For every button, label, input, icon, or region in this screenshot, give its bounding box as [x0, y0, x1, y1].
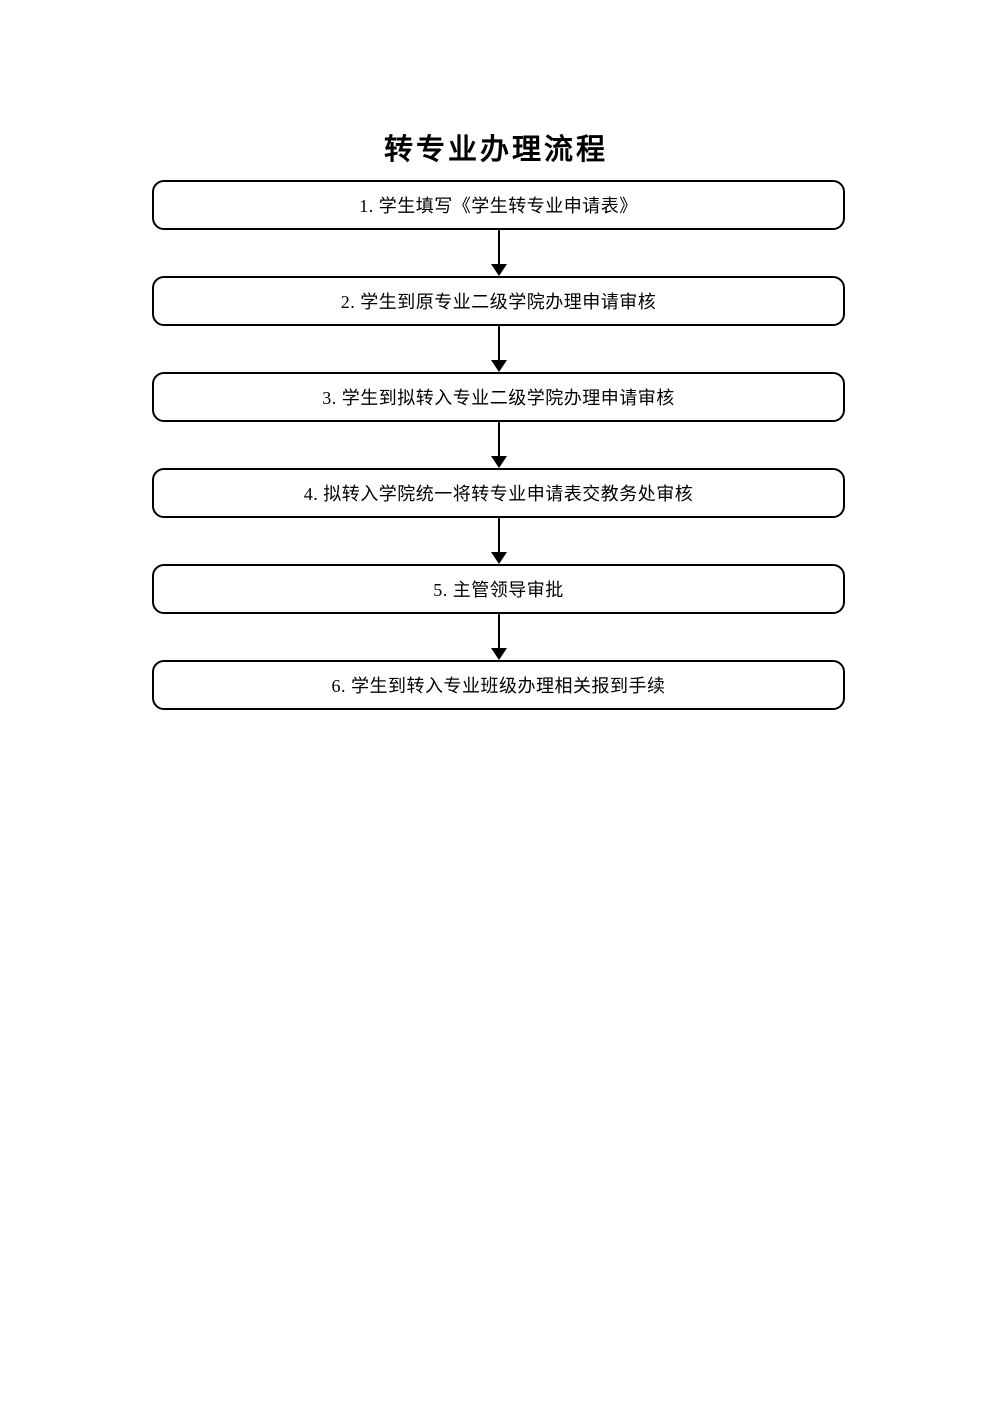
flow-step-5: 5. 主管领导审批 — [152, 564, 845, 614]
flow-step-1-label: 1. 学生填写《学生转专业申请表》 — [359, 196, 638, 216]
flowchart: 1. 学生填写《学生转专业申请表》 2. 学生到原专业二级学院办理申请审核 3.… — [152, 180, 845, 710]
arrow-line — [497, 422, 500, 456]
arrow-line — [497, 326, 500, 360]
arrow-down-icon — [490, 552, 507, 564]
flow-step-1: 1. 学生填写《学生转专业申请表》 — [152, 180, 845, 230]
flow-arrow-1 — [152, 230, 845, 276]
flow-step-6-label: 6. 学生到转入专业班级办理相关报到手续 — [331, 676, 666, 696]
page-title: 转专业办理流程 — [383, 134, 608, 166]
flow-step-3-label: 3. 学生到拟转入专业二级学院办理申请审核 — [322, 388, 675, 408]
flow-arrow-5 — [152, 614, 845, 660]
flow-arrow-4 — [152, 518, 845, 564]
arrow-down-icon — [490, 648, 507, 660]
arrow-down-icon — [490, 264, 507, 276]
arrow-line — [497, 614, 500, 648]
arrow-down-icon — [490, 360, 507, 372]
flow-step-2-label: 2. 学生到原专业二级学院办理申请审核 — [340, 292, 657, 312]
flow-step-2: 2. 学生到原专业二级学院办理申请审核 — [152, 276, 845, 326]
flow-step-5-label: 5. 主管领导审批 — [433, 580, 564, 600]
flow-step-4-label: 4. 拟转入学院统一将转专业申请表交教务处审核 — [303, 484, 694, 504]
flow-step-3: 3. 学生到拟转入专业二级学院办理申请审核 — [152, 372, 845, 422]
flow-step-6: 6. 学生到转入专业班级办理相关报到手续 — [152, 660, 845, 710]
flow-step-4: 4. 拟转入学院统一将转专业申请表交教务处审核 — [152, 468, 845, 518]
flow-arrow-3 — [152, 422, 845, 468]
arrow-line — [497, 230, 500, 264]
flow-arrow-2 — [152, 326, 845, 372]
arrow-down-icon — [490, 456, 507, 468]
arrow-line — [497, 518, 500, 552]
